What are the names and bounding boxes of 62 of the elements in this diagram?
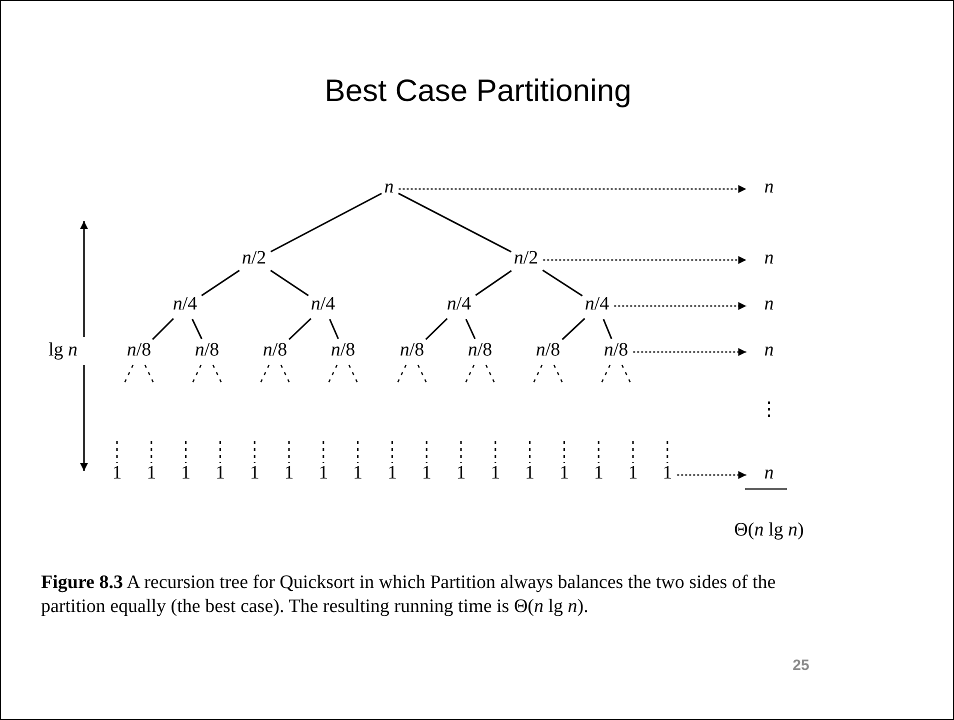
- tree-node-label: 1: [662, 464, 674, 484]
- height-label: lg n: [47, 340, 79, 362]
- tree-node-label: 1: [111, 464, 123, 484]
- tree-node-label: 1: [180, 464, 192, 484]
- tree-node-label: n/8: [126, 340, 152, 362]
- tree-node-label: 1: [455, 464, 467, 484]
- tree-edge: [475, 270, 512, 296]
- tree-node-label: n/8: [194, 340, 220, 362]
- tree-edge: [270, 270, 309, 296]
- slide-title: Best Case Partitioning: [324, 73, 632, 109]
- tree-node-label: n/4: [446, 294, 472, 316]
- tree-node-label: n: [383, 178, 395, 198]
- dotted-arrow: [677, 471, 746, 479]
- tree-node-label: 1: [627, 464, 639, 484]
- tree-node-label: 1: [490, 464, 502, 484]
- tree-node-label: n: [763, 178, 775, 198]
- tree-edge: [465, 318, 476, 340]
- tree-edge: [329, 318, 339, 340]
- vertical-ellipsis: ⋮: [758, 400, 780, 422]
- tree-node-label: n: [763, 294, 775, 316]
- tree-node-label: n/4: [310, 294, 336, 316]
- total-cost-label: Θ(n lg n): [733, 520, 805, 542]
- tree-node-label: n/8: [262, 340, 288, 362]
- tree-node-label: 1: [248, 464, 260, 484]
- figure-caption: Figure 8.3 A recursion tree for Quicksort in which Partition always balances the two sides of the partition equally (the best case). The resulting running time is Θ(n lg n).: [41, 571, 777, 618]
- tree-node-label: 1: [283, 464, 295, 484]
- tree-node-label: n/8: [602, 340, 630, 362]
- tree-node-label: 1: [318, 464, 330, 484]
- tree-node-label: n/8: [534, 340, 562, 362]
- dotted-arrow: [398, 185, 746, 193]
- tree-edge: [542, 269, 583, 297]
- dotted-arrow: [543, 256, 746, 264]
- tree-node-label: n: [763, 248, 775, 270]
- tree-edge: [425, 318, 448, 340]
- tree-node-label: 1: [592, 464, 604, 484]
- tree-node-label: n/2: [240, 248, 268, 270]
- tree-node-label: n/8: [398, 340, 426, 362]
- tree-node-label: 1: [420, 464, 432, 484]
- tree-node-label: n/4: [172, 294, 198, 316]
- tree-node-label: n/4: [584, 294, 610, 316]
- tree-node-label: n: [763, 340, 775, 362]
- tree-node-label: 1: [386, 464, 398, 484]
- tree-edge: [288, 318, 312, 340]
- tree-edge: [192, 318, 202, 340]
- tree-node-label: n/8: [330, 340, 356, 362]
- tree-edge: [270, 192, 382, 252]
- tree-node-label: 1: [524, 464, 536, 484]
- tree-node-label: 1: [146, 464, 158, 484]
- tree-node-label: 1: [558, 464, 570, 484]
- tree-node-label: 1: [214, 464, 226, 484]
- tree-node-label: n: [763, 464, 775, 484]
- tree-edge: [152, 318, 174, 340]
- tree-node-label: n/8: [466, 340, 494, 362]
- tree-node-label: 1: [352, 464, 364, 484]
- tree-edge: [398, 192, 512, 253]
- page-number: 25: [792, 658, 810, 674]
- tree-edge: [201, 270, 240, 296]
- tree-node-label: n/2: [512, 248, 540, 270]
- dotted-arrow: [633, 348, 746, 356]
- tree-edge: [602, 318, 612, 340]
- dotted-arrow: [614, 302, 746, 310]
- tree-edge: [562, 318, 586, 340]
